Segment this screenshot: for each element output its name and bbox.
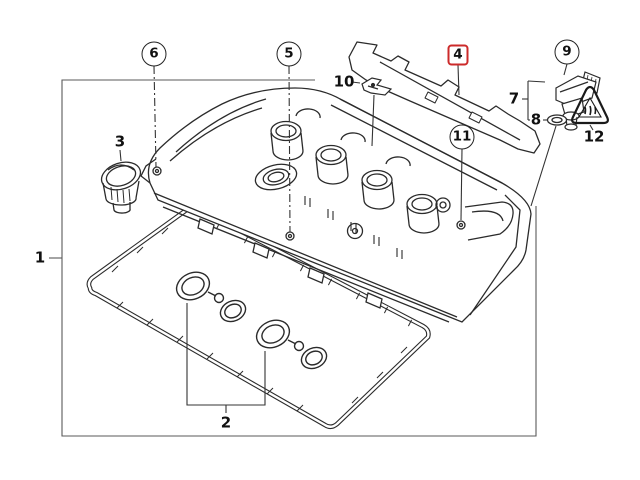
cover-bolts <box>152 166 466 241</box>
callout-8[interactable]: 8 <box>530 110 542 129</box>
callout-9[interactable]: 9 <box>554 39 580 65</box>
seal-ring-drawing <box>546 114 568 126</box>
spark-plug-well-gaskets-drawing <box>175 271 328 370</box>
spark-plug-tubes <box>270 108 440 234</box>
cylinder-head-cover-drawing <box>140 87 532 323</box>
hot-surface-warning-triangle-icon <box>571 85 609 125</box>
callout-5[interactable]: 5 <box>276 41 302 67</box>
callout-3[interactable]: 3 <box>114 132 126 151</box>
callout-1[interactable]: 1 <box>34 248 46 267</box>
callout-7[interactable]: 7 <box>508 89 520 108</box>
callout-10[interactable]: 10 <box>333 72 355 91</box>
leader-lines <box>119 63 594 413</box>
cable-duct-drawing <box>348 41 541 154</box>
callout-11[interactable]: 11 <box>449 124 475 150</box>
oil-filler-neck <box>254 163 298 191</box>
callout-2[interactable]: 2 <box>220 413 232 432</box>
callout-12[interactable]: 12 <box>583 127 605 146</box>
callout-6[interactable]: 6 <box>141 41 167 67</box>
oil-filler-cap-drawing <box>100 161 142 214</box>
clip-drawing <box>361 77 393 96</box>
part1-bracket-frame <box>49 79 537 437</box>
profile-gasket-drawing <box>86 205 431 430</box>
callout-4-highlighted[interactable]: 4 <box>447 44 469 66</box>
